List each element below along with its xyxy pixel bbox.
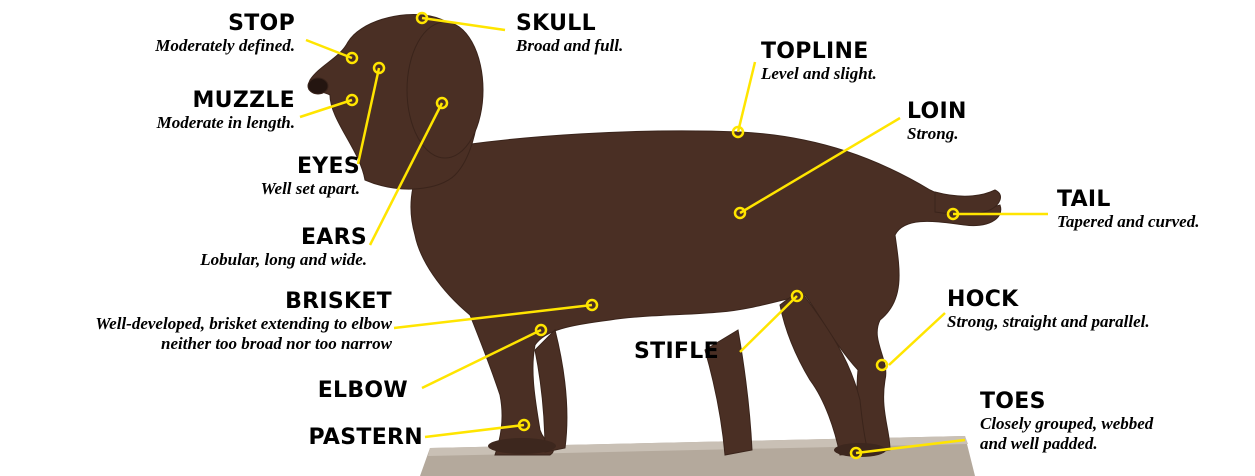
hock-desc: Strong, straight and parallel. [947,312,1150,332]
eyes-label: EYES Well set apart. [261,155,360,199]
stop-desc: Moderately defined. [155,36,295,56]
stifle-label: STIFLE [634,340,719,364]
toes-desc-line2: and well padded. [980,434,1153,454]
pastern-label: PASTERN [309,426,423,450]
skull-desc: Broad and full. [516,36,623,56]
stifle-title: STIFLE [634,340,719,364]
stop-label: STOP Moderately defined. [155,12,295,56]
brisket-desc-line1: Well-developed, brisket extending to elb… [95,314,392,334]
ears-label: EARS Lobular, long and wide. [200,226,367,270]
hock-label: HOCK Strong, straight and parallel. [947,288,1150,332]
elbow-label: ELBOW [318,379,408,403]
topline-label: TOPLINE Level and slight. [761,40,877,84]
ears-title: EARS [200,226,367,250]
eyes-title: EYES [261,155,360,179]
tail-title: TAIL [1057,188,1199,212]
skull-label: SKULL Broad and full. [516,12,623,56]
hock-title: HOCK [947,288,1150,312]
topline-title: TOPLINE [761,40,877,64]
muzzle-title: MUZZLE [157,89,295,113]
skull-title: SKULL [516,12,623,36]
elbow-title: ELBOW [318,379,408,403]
dog-silhouette [308,14,1001,455]
toes-title: TOES [980,390,1153,414]
ears-desc: Lobular, long and wide. [200,250,367,270]
tail-label: TAIL Tapered and curved. [1057,188,1199,232]
brisket-desc-line2: neither too broad nor too narrow [95,334,392,354]
loin-label: LOIN Strong. [907,100,967,144]
muzzle-label: MUZZLE Moderate in length. [157,89,295,133]
stop-title: STOP [155,12,295,36]
muzzle-desc: Moderate in length. [157,113,295,133]
loin-desc: Strong. [907,124,967,144]
tail-desc: Tapered and curved. [1057,212,1199,232]
eyes-desc: Well set apart. [261,179,360,199]
brisket-title: BRISKET [95,290,392,314]
pastern-title: PASTERN [309,426,423,450]
front-paw [488,438,556,454]
toes-label: TOES Closely grouped, webbed and well pa… [980,390,1153,454]
brisket-label: BRISKET Well-developed, brisket extendin… [95,290,392,354]
loin-title: LOIN [907,100,967,124]
toes-desc-line1: Closely grouped, webbed [980,414,1153,434]
topline-desc: Level and slight. [761,64,877,84]
